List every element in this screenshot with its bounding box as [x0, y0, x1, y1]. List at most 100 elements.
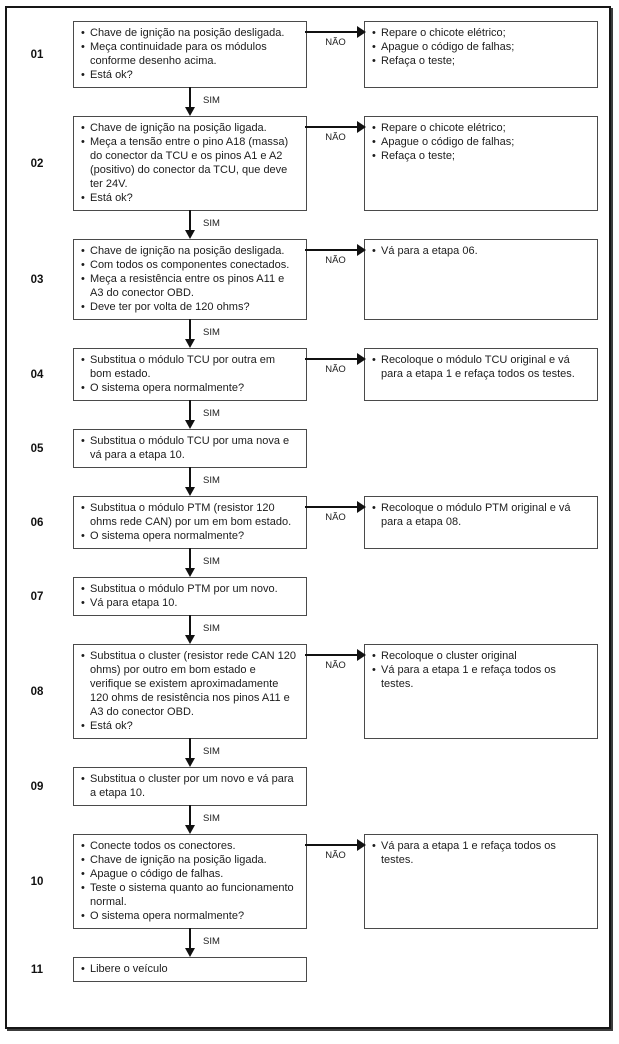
step-bullet: Chave de ignição na posição desligada. — [79, 26, 299, 40]
step-box: Chave de ignição na posição desligada.Me… — [73, 21, 307, 88]
sim-label: SIM — [203, 746, 220, 757]
step-row: 06 Substitua o módulo PTM (resistor 120 … — [11, 496, 605, 549]
sim-connector: SIM — [11, 548, 605, 577]
sim-arrow-line — [189, 467, 191, 488]
step-bullet: Substitua o módulo TCU por uma nova e vá… — [79, 434, 299, 462]
step-box: Substitua o módulo PTM por um novo.Vá pa… — [73, 577, 307, 616]
step-number: 03 — [30, 273, 44, 286]
no-branch-bullet-list: Recoloque o cluster originalVá para a et… — [370, 649, 590, 691]
sim-arrowhead-icon — [185, 420, 195, 429]
step-row: 07 Substitua o módulo PTM por um novo.Vá… — [11, 577, 605, 616]
step-number: 04 — [30, 368, 44, 381]
no-arrow-line — [305, 249, 358, 251]
no-arrow: NÃO — [305, 239, 366, 320]
step-bullet: Está ok? — [79, 719, 299, 733]
sim-label: SIM — [203, 623, 220, 634]
step-bullet-list: Conecte todos os conectores.Chave de ign… — [79, 839, 299, 923]
step-bullet-list: Substitua o módulo TCU por uma nova e vá… — [79, 434, 299, 462]
step-number: 09 — [30, 780, 44, 793]
step-row: 10 Conecte todos os conectores.Chave de … — [11, 834, 605, 929]
no-branch-bullet-list: Vá para a etapa 06. — [370, 244, 590, 258]
step-box: Chave de ignição na posição ligada.Meça … — [73, 116, 307, 211]
no-arrow: NÃO — [305, 21, 366, 88]
step-bullet-list: Chave de ignição na posição ligada.Meça … — [79, 121, 299, 205]
no-branch-bullet-list: Recoloque o módulo TCU original e vá par… — [370, 353, 590, 381]
sim-connector: SIM — [11, 400, 605, 429]
no-arrowhead-icon — [357, 649, 366, 661]
no-label: NÃO — [325, 660, 346, 671]
sim-arrowhead-icon — [185, 339, 195, 348]
sim-arrowhead-icon — [185, 948, 195, 957]
step-bullet: Chave de ignição na posição desligada. — [79, 244, 299, 258]
no-arrow-line — [305, 506, 358, 508]
sim-connector: SIM — [11, 87, 605, 116]
no-arrow: NÃO — [305, 116, 366, 211]
sim-arrow-line — [189, 738, 191, 759]
step-bullet-list: Chave de ignição na posição desligada.Co… — [79, 244, 299, 314]
no-branch-bullet: Recoloque o módulo PTM original e vá par… — [370, 501, 590, 529]
sim-label: SIM — [203, 408, 220, 419]
step-row: 03 Chave de ignição na posição desligada… — [11, 239, 605, 320]
sim-label: SIM — [203, 327, 220, 338]
sim-arrowhead-icon — [185, 758, 195, 767]
step-number: 10 — [30, 875, 44, 888]
step-bullet: Substitua o cluster por um novo e vá par… — [79, 772, 299, 800]
step-row: 02 Chave de ignição na posição ligada.Me… — [11, 116, 605, 211]
no-branch-box: Repare o chicote elétrico;Apague o códig… — [364, 21, 598, 88]
no-arrow: NÃO — [305, 644, 366, 739]
no-arrow: NÃO — [305, 496, 366, 549]
no-branch-bullet: Recoloque o módulo TCU original e vá par… — [370, 353, 590, 381]
step-bullet-list: Libere o veículo — [79, 962, 299, 976]
step-bullet: Conecte todos os conectores. — [79, 839, 299, 853]
no-branch-box: Repare o chicote elétrico;Apague o códig… — [364, 116, 598, 211]
no-branch-bullet: Vá para a etapa 1 e refaça todos os test… — [370, 663, 590, 691]
no-branch-bullet: Apague o código de falhas; — [370, 40, 590, 54]
no-branch-bullet-list: Vá para a etapa 1 e refaça todos os test… — [370, 839, 590, 867]
no-branch-bullet-list: Repare o chicote elétrico;Apague o códig… — [370, 26, 590, 68]
step-bullet: Está ok? — [79, 68, 299, 82]
step-bullet-list: Substitua o módulo TCU por outra em bom … — [79, 353, 299, 395]
no-branch-bullet: Vá para a etapa 1 e refaça todos os test… — [370, 839, 590, 867]
no-label: NÃO — [325, 255, 346, 266]
no-arrow: NÃO — [305, 348, 366, 401]
step-box: Substitua o módulo TCU por uma nova e vá… — [73, 429, 307, 468]
no-branch-bullet: Refaça o teste; — [370, 149, 590, 163]
step-number: 05 — [30, 442, 44, 455]
sim-arrow-line — [189, 319, 191, 340]
step-bullet: O sistema opera normalmente? — [79, 381, 299, 395]
step-bullet: Substitua o módulo PTM por um novo. — [79, 582, 299, 596]
step-box: Libere o veículo — [73, 957, 307, 982]
no-arrowhead-icon — [357, 26, 366, 38]
sim-arrow-line — [189, 87, 191, 108]
sim-connector: SIM — [11, 738, 605, 767]
step-box: Substitua o módulo TCU por outra em bom … — [73, 348, 307, 401]
no-arrow-line — [305, 31, 358, 33]
step-box: Chave de ignição na posição desligada.Co… — [73, 239, 307, 320]
sim-arrowhead-icon — [185, 635, 195, 644]
no-arrow-line — [305, 358, 358, 360]
sim-arrowhead-icon — [185, 825, 195, 834]
sim-connector: SIM — [11, 805, 605, 834]
step-number: 07 — [30, 590, 44, 603]
sim-arrowhead-icon — [185, 487, 195, 496]
no-branch-bullet: Repare o chicote elétrico; — [370, 121, 590, 135]
step-bullet: O sistema opera normalmente? — [79, 909, 299, 923]
sim-arrow-line — [189, 615, 191, 636]
step-bullet-list: Substitua o cluster por um novo e vá par… — [79, 772, 299, 800]
step-bullet-list: Substitua o módulo PTM por um novo.Vá pa… — [79, 582, 299, 610]
no-arrow: NÃO — [305, 834, 366, 929]
sim-arrow-line — [189, 548, 191, 569]
step-number: 08 — [30, 685, 44, 698]
no-branch-box: Vá para a etapa 06. — [364, 239, 598, 320]
step-number: 01 — [30, 48, 44, 61]
step-box: Substitua o cluster (resistor rede CAN 1… — [73, 644, 307, 739]
no-arrowhead-icon — [357, 501, 366, 513]
step-row: 08 Substitua o cluster (resistor rede CA… — [11, 644, 605, 739]
no-arrowhead-icon — [357, 353, 366, 365]
no-branch-bullet: Repare o chicote elétrico; — [370, 26, 590, 40]
no-label: NÃO — [325, 364, 346, 375]
sim-arrow-line — [189, 928, 191, 949]
step-box: Conecte todos os conectores.Chave de ign… — [73, 834, 307, 929]
no-branch-bullet: Refaça o teste; — [370, 54, 590, 68]
step-bullet: Chave de ignição na posição ligada. — [79, 853, 299, 867]
